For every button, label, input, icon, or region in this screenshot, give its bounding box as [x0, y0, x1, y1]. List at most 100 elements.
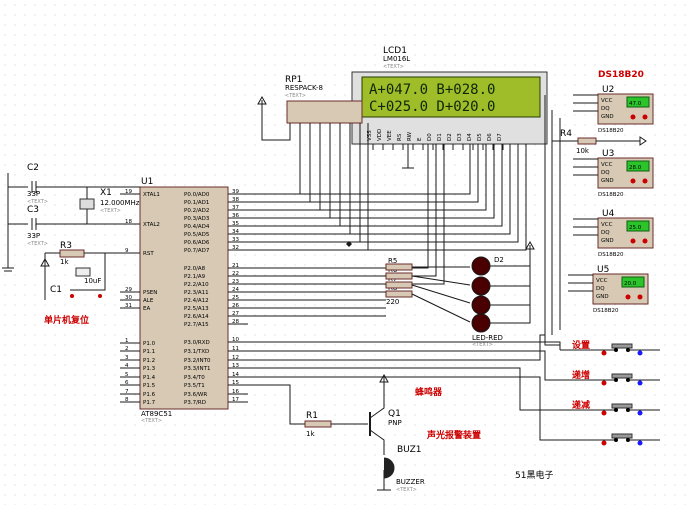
sensor-button — [642, 114, 648, 120]
rp1-ref: RP1 — [285, 75, 302, 85]
mcu-pin-name: P1.6 — [143, 392, 156, 398]
r1-value: 1k — [306, 430, 315, 438]
lcd-ref: LCD1 — [383, 46, 407, 56]
sensor-button — [630, 178, 636, 184]
mcu-pin-name: P2.7/A15 — [184, 322, 209, 328]
mcu-pin-number: 16 — [232, 389, 239, 395]
lcd-pin-label: D4 — [467, 133, 473, 141]
mcu-pin-name: P2.1/A9 — [184, 274, 206, 280]
mcu-pin-number: 38 — [232, 197, 239, 203]
q1-value: PNP — [388, 419, 402, 427]
sensor-reading: 20.0 — [624, 281, 637, 287]
switch-contact — [614, 378, 618, 382]
sensor-ref: U4 — [602, 209, 615, 219]
rp1-text: <TEXT> — [285, 93, 306, 99]
r4-value: 10k — [576, 147, 590, 155]
reset-section-label: 单片机复位 — [44, 314, 89, 326]
r3-value: 1k — [60, 258, 69, 266]
x1-text: <TEXT> — [100, 208, 121, 214]
switch-marker — [637, 410, 643, 416]
mcu-pin-number: 2 — [125, 346, 129, 352]
mcu-pin-name: P3.5/T1 — [184, 383, 205, 389]
sensor-pin-label: GND — [596, 294, 609, 300]
resistor-pack-rp1: RP1 RESPACK-8 <TEXT> — [257, 75, 363, 141]
x1-value: 12.000MHz — [100, 199, 140, 207]
sensor-pin-label: VCC — [596, 278, 608, 284]
mcu-pin-number: 8 — [125, 397, 129, 403]
sensor-button — [637, 294, 643, 300]
mcu-pin-number: 39 — [232, 189, 239, 195]
sensor-pin-label: GND — [601, 114, 614, 120]
mcu-pin-name: P3.7/RD — [184, 400, 206, 406]
switch-actuator[interactable] — [611, 373, 633, 379]
sensor-reading: 25.0 — [629, 225, 642, 231]
rp1-power-arrow — [257, 95, 267, 105]
lcd-pin-label: D0 — [427, 133, 433, 141]
switch-actuator[interactable] — [611, 343, 633, 349]
mcu-pin-name: EA — [143, 306, 150, 312]
rp1-common-wire — [261, 120, 291, 141]
switch-actuator[interactable] — [611, 433, 633, 439]
lcd-line-2: C+025.0 D+020.0 — [369, 99, 495, 115]
mcu-pin-name: P2.4/A12 — [184, 298, 209, 304]
mcu-pin-name: XTAL1 — [143, 192, 160, 198]
x1-ref: X1 — [100, 188, 112, 198]
sensor-pin-label: GND — [601, 238, 614, 244]
switch-actuator[interactable] — [611, 403, 633, 409]
lcd-pin-label: D7 — [497, 133, 503, 141]
mcu-ref: U1 — [141, 177, 153, 187]
mcu-pin-number: 35 — [232, 221, 239, 227]
lcd-screen — [361, 76, 541, 118]
lcd-pin-label: D2 — [447, 133, 453, 141]
sensor-screen — [626, 160, 650, 172]
mcu-pin-name: P1.0 — [143, 341, 156, 347]
mcu-pin-name: P0.5/AD5 — [184, 232, 210, 238]
buzzer-circuit: 蜂鸣器 声光报警装置 R1 1k Q1 PNP BUZ1 BUZZER <TEX… — [228, 373, 481, 493]
mcu-pin-number: 1 — [125, 338, 129, 344]
mcu-pin-name: P0.6/AD6 — [184, 240, 210, 246]
lcd-pin-label: D3 — [457, 133, 463, 141]
sensor-ref: U3 — [602, 149, 614, 159]
switch-marker — [601, 350, 607, 356]
mcu-pin-number: 11 — [232, 346, 239, 352]
mcu-pin-number: 3 — [125, 355, 129, 361]
mcu-pin-number: 34 — [232, 229, 239, 235]
mcu-pin-name: P0.7/AD7 — [184, 248, 210, 254]
c1-value: 10uF — [84, 277, 101, 285]
c2-value: 33P — [27, 190, 40, 198]
mcu-pin-number: 31 — [125, 303, 132, 309]
sensor-pin-label: DQ — [601, 106, 610, 112]
sensor-circuit: DS18B20 U2VCCDQGND47.0DS18B20U3VCCDQGND2… — [228, 70, 654, 361]
buzzer-text: <TEXT> — [396, 487, 417, 493]
sensor-button — [630, 238, 636, 244]
switch-contact — [614, 438, 618, 442]
switch-marker — [637, 350, 643, 356]
button-label: 设置 — [572, 339, 590, 351]
mcu-pin-number: 29 — [125, 287, 132, 293]
c2-text: <TEXT> — [27, 199, 48, 205]
switch-marker — [601, 380, 607, 386]
lcd-line-1: A+047.0 B+028.0 — [369, 82, 495, 98]
lcd-pin-label: VEE — [387, 130, 393, 141]
mcu-pin-number: 6 — [125, 380, 129, 386]
r4-ref: R4 — [560, 129, 572, 139]
mcu-pin-number: 12 — [232, 355, 239, 361]
lcd-control-wires — [228, 144, 445, 285]
mcu-pin-name: P1.1 — [143, 349, 155, 355]
c3-ref: C3 — [27, 205, 39, 215]
r3-ref: R3 — [60, 241, 72, 251]
mcu-pin-number: 36 — [232, 213, 239, 219]
mcu-pin-name: ALE — [143, 298, 154, 304]
sensor-reading: 28.0 — [629, 165, 642, 171]
mcu-pin-name: P3.4/T0 — [184, 375, 205, 381]
mcu-pin-number: 17 — [232, 397, 239, 403]
mcu-pin-name: P3.0/RXD — [184, 340, 210, 346]
mcu-body — [139, 186, 229, 410]
resistor-value: 220 — [386, 298, 399, 306]
c3-value: 33P — [27, 232, 40, 240]
lcd-pin-label: D1 — [437, 133, 443, 141]
